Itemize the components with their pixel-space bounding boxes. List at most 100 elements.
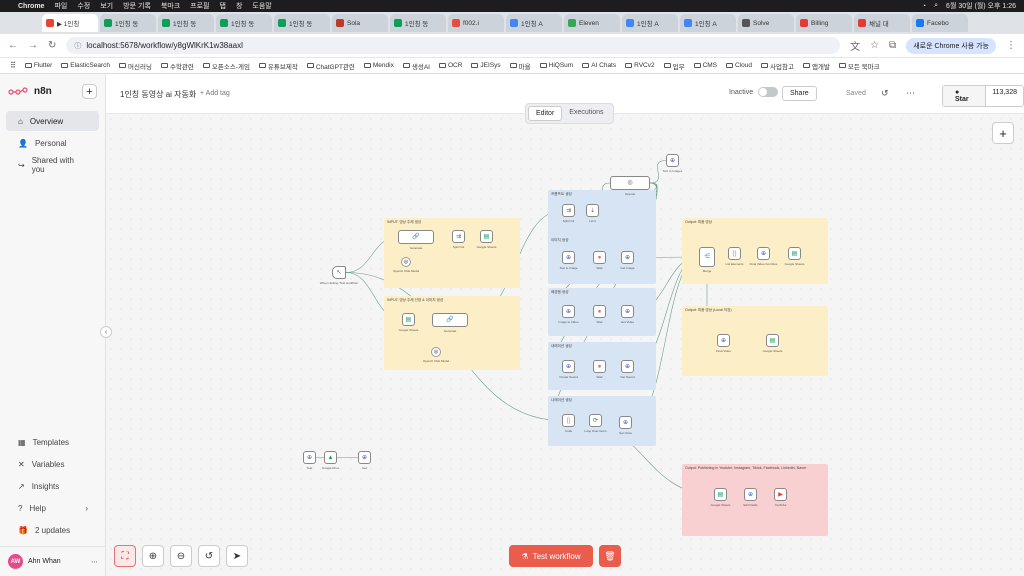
workflow-node[interactable]: ⊕ [757,247,770,260]
mac-menu-8[interactable]: 도움말 [252,3,272,10]
workflow-node[interactable]: ▤ [480,230,493,243]
active-toggle[interactable] [758,87,779,97]
workflow-node[interactable]: ⊕ [303,451,316,464]
workflow-node[interactable]: ⊕ [621,251,634,264]
workflow-node[interactable]: ↖ [332,266,346,279]
workflow-node[interactable]: ⊕ [562,305,575,318]
bookmark-item[interactable]: CMS [693,62,717,69]
share-button[interactable]: Share [782,86,817,101]
browser-tab[interactable]: Facebo [912,14,968,32]
wifi-icon[interactable]: ◔ [921,2,927,10]
more-icon[interactable]: ⋯ [91,558,98,566]
sub-node[interactable]: ◎ [401,257,411,267]
search-icon[interactable]: ⌕ [934,2,939,9]
browser-tab[interactable]: 1인칭 동 [216,14,272,32]
browser-tab[interactable]: 1인칭 A [506,14,562,32]
workflow-node[interactable]: ⇉ [452,230,465,243]
extensions-icon[interactable]: ⧉ [889,40,897,51]
workflow-node[interactable]: ◎ [610,176,650,190]
workflow-node[interactable]: 🔗 [398,230,434,244]
bookmark-item[interactable]: ChatGPT관련 [306,61,355,71]
bookmark-item[interactable]: AI Chats [582,62,616,69]
browser-tab[interactable]: Sola [332,14,388,32]
browser-tab[interactable]: Solve [738,14,794,32]
workflow-node[interactable]: ⏸ [593,251,606,264]
browser-tab[interactable]: f002.i [448,14,504,32]
sidebar-item-help[interactable]: ?Help› [6,498,100,518]
add-node-button[interactable]: + [992,122,1014,144]
mac-menu-3[interactable]: 방문 기록 [123,3,151,10]
browser-tab[interactable]: 1인칭 동 [274,14,330,32]
undo-button[interactable]: ↺ [198,545,220,567]
workflow-node[interactable]: ▤ [402,313,415,326]
browser-tab[interactable]: 1인칭 동 [158,14,214,32]
workflow-node[interactable]: ⏸ [593,305,606,318]
bookmark-star-icon[interactable]: ☆ [870,40,880,51]
create-button[interactable]: + [82,84,97,99]
connection-line[interactable] [649,160,667,184]
apps-icon[interactable]: ⠿ [10,61,16,70]
mac-menu-1[interactable]: 수정 [77,3,91,10]
workflow-node[interactable]: ⊕ [666,154,679,167]
bookmark-item[interactable]: Mendix [363,62,394,69]
bookmark-item[interactable]: 앱개발 [802,61,830,71]
bookmark-item[interactable]: 오픈소스-게임 [202,61,250,71]
chrome-menu-icon[interactable]: ⋮ [1006,40,1016,51]
workflow-node[interactable]: ⟳ [589,414,602,427]
workflow-node[interactable]: ⊕ [358,451,371,464]
workflow-node[interactable]: ⊕ [744,488,757,501]
sidebar-item-shared[interactable]: ↪Shared with you [6,155,99,175]
mac-menu-2[interactable]: 보기 [100,3,114,10]
chrome-update-button[interactable]: 새로운 Chrome 사용 가능 [906,37,996,54]
url-field[interactable]: ⓘ localhost:5678/workflow/y8gWlKrK1w38aa… [66,37,841,54]
history-icon[interactable]: ↺ [881,88,889,98]
bookmark-item[interactable]: 머신러닝 [119,61,152,71]
browser-tab[interactable]: Eleven [564,14,620,32]
mac-menu-6[interactable]: 탭 [219,3,226,10]
test-workflow-button[interactable]: ⚗Test workflow [509,545,593,567]
bookmark-item[interactable]: Cloud [726,62,752,69]
mac-menu-7[interactable]: 창 [235,3,243,10]
user-menu[interactable]: AW Ahn Whan ⋯ [0,546,106,576]
browser-tab[interactable]: Billing [796,14,852,32]
mac-menu-4[interactable]: 북마크 [160,3,181,10]
sticky-note[interactable]: Output: 최종 영상 (Local 저장) [682,306,828,376]
browser-tab[interactable]: 1인칭 동 [390,14,446,32]
sidebar-item-overview[interactable]: ⌂Overview [6,111,99,131]
workflow-node[interactable]: ⊕ [621,360,634,373]
workflow-node[interactable]: ⊕ [621,305,634,318]
workflow-node[interactable]: ▲ [324,451,337,464]
sidebar-item-variables[interactable]: ✕Variables [6,454,100,474]
bookmark-item[interactable]: ElasticSearch [61,62,110,69]
mac-menu-0[interactable]: 파일 [54,3,68,10]
sidebar-item-insights[interactable]: ↗Insights [6,476,100,496]
browser-tab[interactable]: ▶ 1인칭 [42,14,98,32]
workflow-node[interactable]: ⇉ [562,204,575,217]
fit-view-button[interactable]: ⛶ [114,545,136,567]
workflow-node[interactable]: {} [562,414,575,427]
github-star-button[interactable]: ● Star 113,328 [942,85,1024,107]
workflow-node[interactable]: ⋲ [699,247,715,267]
bookmark-item[interactable]: 수학관련 [160,61,194,71]
browser-tab[interactable]: 채널 대 [854,14,910,32]
add-tag-button[interactable]: + Add tag [200,90,230,97]
mac-menu-5[interactable]: 프로필 [190,3,210,10]
bookmark-item[interactable]: 유튜브제작 [258,61,298,71]
sidebar-item-templates[interactable]: ▦Templates [6,432,100,452]
bookmark-item[interactable]: RVCv2 [625,62,655,69]
sidebar-item-updates[interactable]: 🎁2 updates [6,520,100,540]
sticky-note[interactable]: INPUT: 영상 주제 생성 [384,218,520,288]
select-tool-button[interactable]: ➤ [226,545,248,567]
workflow-node[interactable]: {} [728,247,741,260]
tab-editor[interactable]: Editor [528,106,563,121]
bookmark-item[interactable]: 모든 북마크 [838,61,880,71]
workflow-node[interactable]: ⇣ [586,204,599,217]
more-icon[interactable]: ⋯ [906,88,915,98]
translate-icon[interactable]: 文 [850,42,861,53]
bookmark-item[interactable]: 생성AI [402,61,430,71]
clock[interactable]: 6월 30일 (월) 오후 1:26 [946,3,1016,10]
delete-icon[interactable]: 🗑 [599,545,621,567]
workflow-node[interactable]: ⊕ [619,416,632,429]
bookmark-item[interactable]: Flutter [24,62,52,69]
